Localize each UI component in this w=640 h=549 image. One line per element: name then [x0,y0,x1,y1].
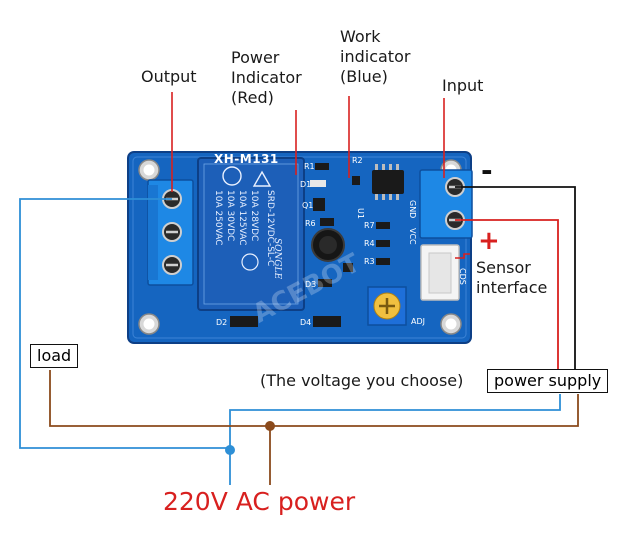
work-indicator-label: Work indicator (Blue) [340,27,410,87]
output-label: Output [141,67,197,86]
smd-components [230,163,390,327]
output-terminal-block [147,179,194,286]
silk-d1: D1 [300,180,311,189]
silk-d3: D3 [305,280,316,289]
wire-red-input [455,219,559,370]
silk-u1: U1 [356,208,365,219]
relay [197,157,305,311]
sensor-interface-line-2: interface [476,278,548,297]
minus-sign: - [481,154,493,187]
relay-marking-line: 10A 250VAC [213,190,223,246]
power-indicator-line-2: Indicator [231,68,302,87]
silk-r6: R6 [305,219,316,228]
silk-gnd: GND [408,200,417,218]
silk-r3: R3 [364,257,375,266]
relay-marking-line: SRD-12VDC-SL-C [265,190,275,266]
potentiometer [367,286,407,326]
silk-d2: D2 [216,318,227,327]
callout-lines [171,92,470,259]
relay-marking-line: 10A 125VAC [237,190,247,246]
silk-r4: R4 [364,239,375,248]
silk-q1: Q1 [302,201,313,210]
work-indicator-line-3: (Blue) [340,67,388,86]
junction-dot-brown [265,421,275,431]
ic-chip [372,164,404,200]
power-indicator-line-3: (Red) [231,88,274,107]
silk-cds: CDS [458,268,467,285]
relay-marking-line: 10A 30VDC [225,190,235,241]
wire-brown [49,370,579,427]
silk-r7: R7 [364,221,375,230]
board-model-label: XH-M131 [214,152,279,166]
load-box: load [30,344,79,368]
power-indicator-label: Power Indicator (Red) [231,48,302,108]
ac-power-label: 220V AC power [163,487,356,516]
voltage-note: (The voltage you choose) [260,371,464,390]
input-terminal-block [419,169,473,239]
sensor-interface-label: Sensor interface [476,258,547,298]
silk-r2: R2 [352,156,363,165]
power-indicator-line-1: Power [231,48,280,67]
sensor-connector [420,244,460,301]
relay-marking-line: 10A 28VDC [249,190,259,241]
input-label: Input [442,76,484,95]
capacitor [311,228,345,262]
work-indicator-line-1: Work [340,27,381,46]
plus-sign: + [478,226,500,256]
silk-r1: R1 [304,162,315,171]
power-supply-box: power supply [487,369,609,393]
silk-d4: D4 [300,318,311,327]
sensor-interface-line-1: Sensor [476,258,531,277]
wire-black-input [455,186,576,370]
work-indicator-line-2: indicator [340,47,411,66]
silk-vcc: VCC [408,228,417,245]
relay-brand: SONGLE [272,238,282,280]
junction-dot-blue [225,445,235,455]
silk-adj: ADJ [411,317,425,326]
